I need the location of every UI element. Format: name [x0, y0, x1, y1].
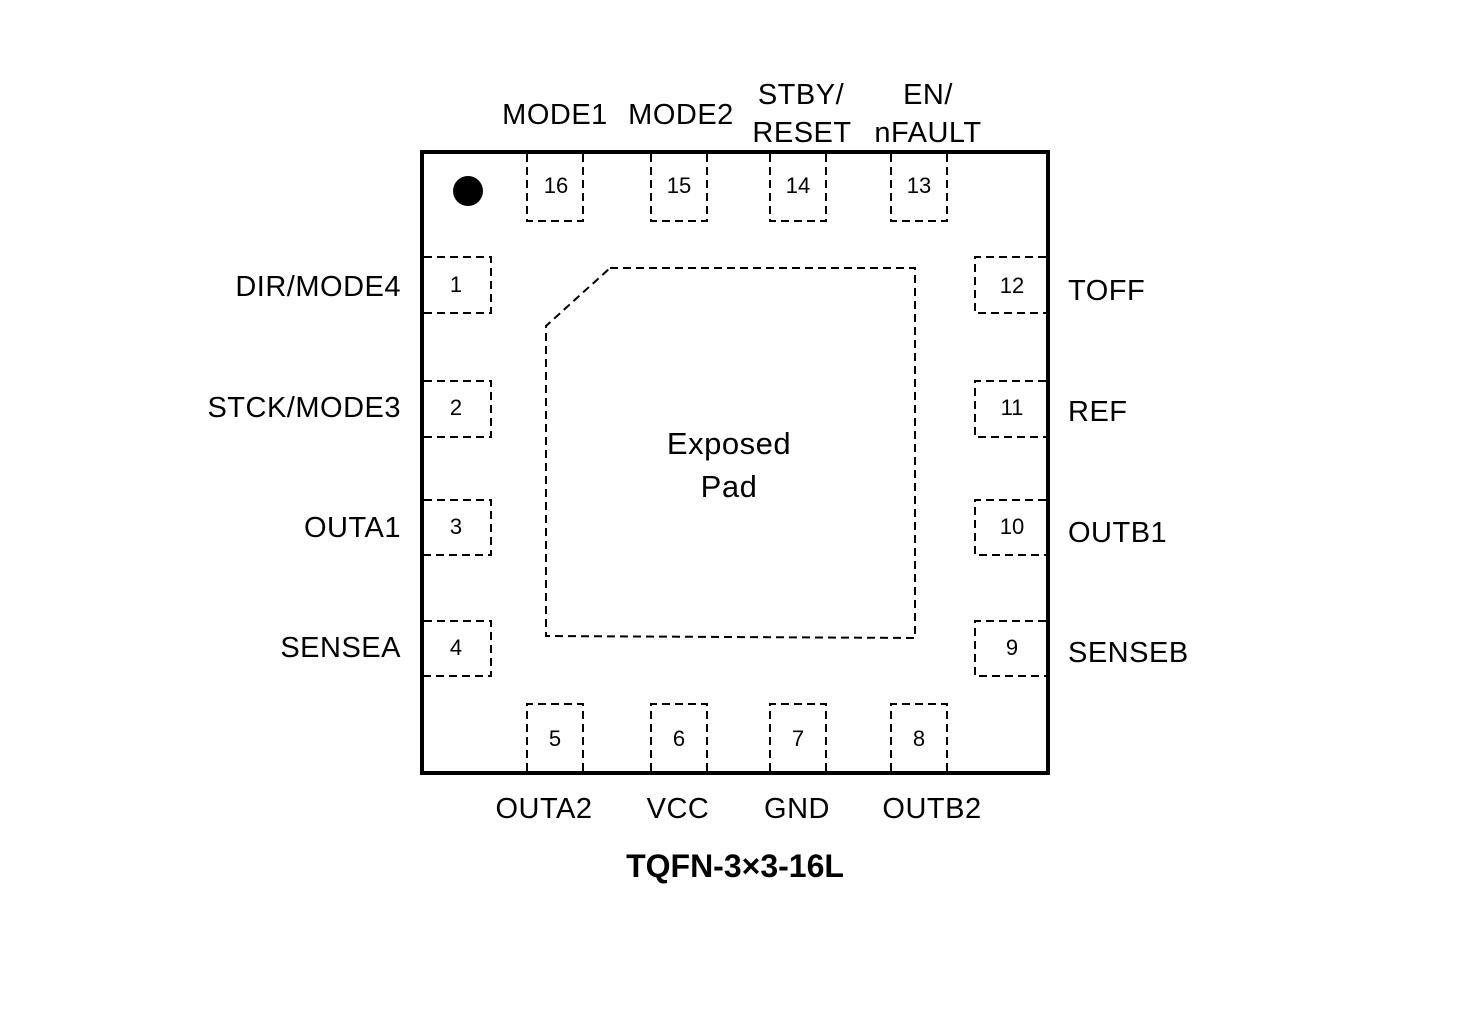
- pin-number: 9: [1006, 635, 1018, 660]
- pin-name: MODE1: [502, 99, 608, 131]
- pin-name: VCC: [647, 793, 710, 825]
- pin-pad: [769, 703, 827, 771]
- pin-14: 14 STBY/ RESET: [752, 79, 851, 222]
- pin-number: 16: [544, 173, 568, 198]
- pin-number: 2: [450, 395, 462, 420]
- pin-pad: [974, 256, 1046, 314]
- pin-5: 5 OUTA2: [495, 703, 592, 825]
- pin-3: 3 OUTA1: [304, 499, 492, 556]
- pin-name: MODE2: [628, 99, 734, 131]
- pin-8: 8 OUTB2: [882, 703, 981, 825]
- pin-number: 3: [450, 514, 462, 539]
- pin-name-line2: nFAULT: [874, 117, 981, 149]
- pin-name: OUTB1: [1068, 517, 1167, 549]
- pin-name-line2: RESET: [752, 117, 851, 149]
- pin-pad: [650, 703, 708, 771]
- pin-number: 14: [786, 173, 810, 198]
- pin-2: 2 STCK/MODE3: [207, 380, 492, 438]
- pin-11: 11 REF: [974, 380, 1128, 438]
- pin-number: 15: [667, 173, 691, 198]
- pin-pad: [424, 380, 492, 438]
- pin-number: 5: [549, 726, 561, 751]
- pin-pad: [974, 499, 1046, 556]
- pin-pad: [424, 620, 492, 677]
- pin-number: 12: [1000, 273, 1024, 298]
- package-body: [420, 150, 1050, 775]
- pin-9: 9 SENSEB: [974, 620, 1189, 677]
- pin-7: 7 GND: [764, 703, 830, 825]
- pin-name-line1: EN/: [903, 79, 953, 111]
- pin-name: TOFF: [1068, 275, 1145, 307]
- pin-1: 1 DIR/MODE4: [235, 256, 492, 314]
- pin-13: 13 EN/ nFAULT: [874, 79, 981, 222]
- pin-number: 6: [673, 726, 685, 751]
- pin-16: 16 MODE1: [502, 99, 608, 222]
- package-title: TQFN-3×3-16L: [626, 848, 844, 884]
- exposed-pad-label-line2: Pad: [701, 469, 758, 504]
- pin-name: OUTA2: [495, 793, 592, 825]
- pin-name: REF: [1068, 396, 1128, 428]
- pin-name-line1: STBY/: [758, 79, 845, 111]
- pin-15: 15 MODE2: [628, 99, 734, 222]
- pin-name: OUTA1: [304, 512, 401, 544]
- pin-pad: [650, 154, 708, 222]
- pin-pad: [974, 620, 1046, 677]
- exposed-pad-label-line1: Exposed: [667, 426, 791, 461]
- pin-name: SENSEA: [280, 632, 401, 664]
- pin-name: DIR/MODE4: [235, 271, 401, 303]
- pin-number: 13: [907, 173, 931, 198]
- exposed-pad: [545, 267, 916, 640]
- pin-4: 4 SENSEA: [280, 620, 492, 677]
- pin-pad: [769, 154, 827, 222]
- pin-pad: [424, 499, 492, 556]
- pin-name: GND: [764, 793, 830, 825]
- pin-12: 12 TOFF: [974, 256, 1145, 314]
- pin-pad: [526, 154, 584, 222]
- pin-name: STCK/MODE3: [207, 392, 401, 424]
- pin-pad: [424, 256, 492, 314]
- pin-name: OUTB2: [882, 793, 981, 825]
- pin-10: 10 OUTB1: [974, 499, 1167, 556]
- pin-number: 11: [1001, 395, 1024, 420]
- pin-pad: [974, 380, 1046, 438]
- pin-number: 4: [450, 635, 462, 660]
- pin-pad: [890, 154, 948, 222]
- pin-number: 1: [450, 272, 462, 297]
- pin1-indicator-dot: [453, 176, 483, 206]
- pin-number: 7: [792, 726, 804, 751]
- pin-pad: [890, 703, 948, 771]
- pin-number: 10: [1000, 514, 1024, 539]
- pin-6: 6 VCC: [647, 703, 710, 825]
- pin-pad: [526, 703, 584, 771]
- pin-number: 8: [913, 726, 925, 751]
- pin-name: SENSEB: [1068, 637, 1189, 669]
